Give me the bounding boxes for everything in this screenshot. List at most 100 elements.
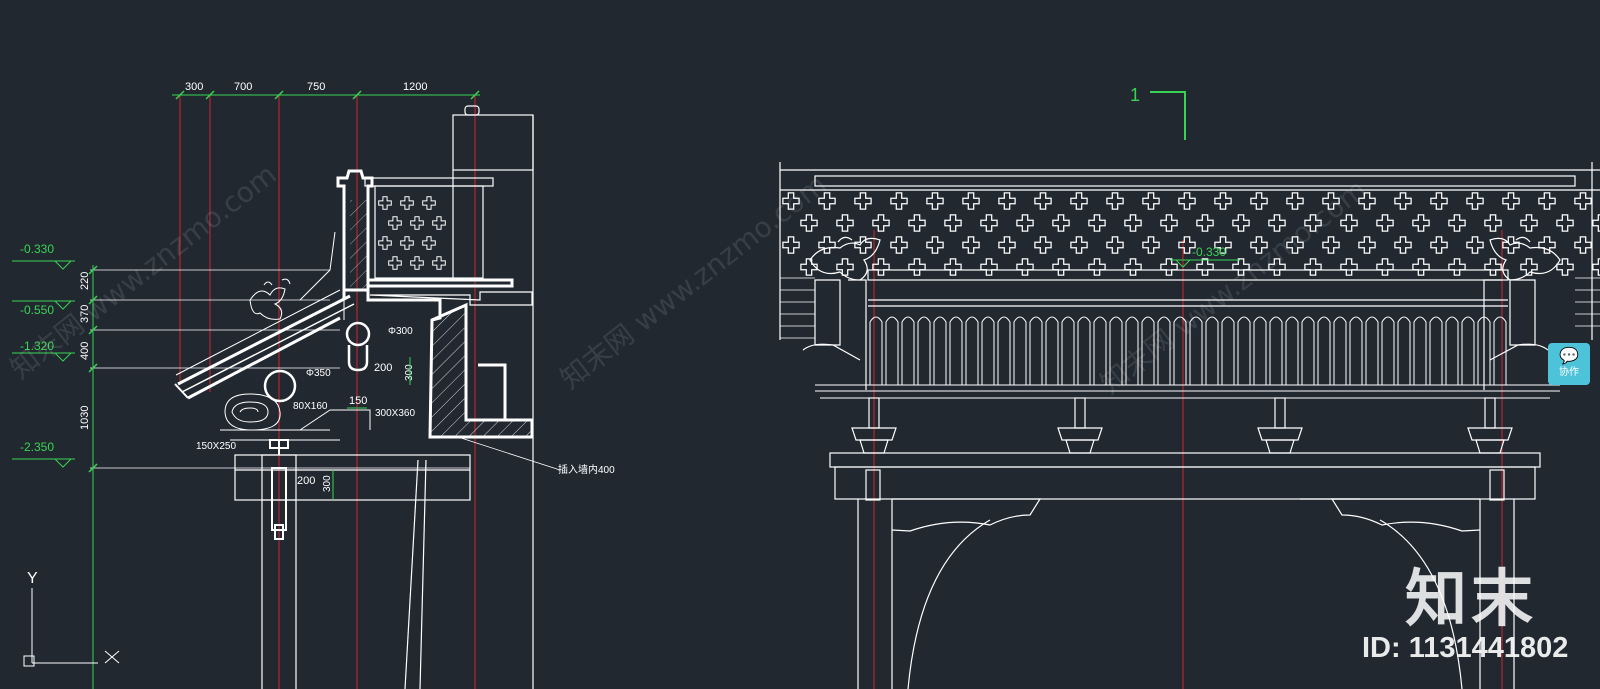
annotation-phi350: Φ350 bbox=[306, 368, 331, 379]
panel-cross bbox=[854, 236, 872, 254]
roof-tile bbox=[1413, 316, 1427, 385]
panel-cross bbox=[1178, 192, 1196, 210]
roof-tile bbox=[1445, 316, 1459, 385]
panel-cross bbox=[1070, 236, 1088, 254]
panel-cross bbox=[1160, 258, 1178, 276]
panel-cross bbox=[1034, 236, 1052, 254]
bracket-row bbox=[851, 397, 1513, 454]
roof-tile bbox=[1429, 316, 1443, 385]
bracket bbox=[1057, 397, 1103, 454]
collab-button-label: 协作 bbox=[1559, 367, 1579, 378]
roof-tile bbox=[1109, 316, 1123, 385]
annotation-150: 150 bbox=[349, 395, 367, 407]
annotation-200: 200 bbox=[374, 362, 392, 374]
panel-cross bbox=[800, 214, 818, 232]
roof-tile bbox=[1301, 316, 1315, 385]
level-label-1: -0.330 bbox=[20, 242, 54, 256]
side-dim-4: 1030 bbox=[79, 406, 91, 430]
image-id-label: ID: 1131441802 bbox=[1362, 632, 1569, 664]
panel-cross bbox=[1484, 214, 1502, 232]
roof-tile bbox=[1061, 316, 1075, 385]
panel-cross bbox=[1088, 214, 1106, 232]
side-dim-2: 370 bbox=[79, 305, 91, 323]
chat-icon: 💬 bbox=[1559, 348, 1579, 365]
panel-cross bbox=[872, 258, 890, 276]
roof-tile bbox=[1157, 316, 1171, 385]
level-label-2: -0.550 bbox=[20, 303, 54, 317]
collab-button[interactable]: 💬 协作 bbox=[1548, 343, 1590, 385]
panel-cross bbox=[1142, 192, 1160, 210]
watermark-text-3: 知末网 www.znzmo.com bbox=[1094, 173, 1373, 401]
side-brick-courses bbox=[780, 277, 1600, 339]
panel-cross bbox=[1466, 192, 1484, 210]
annotation-phi300: Φ300 bbox=[388, 326, 413, 337]
panel-cross bbox=[1304, 258, 1322, 276]
roof-tile bbox=[981, 316, 995, 385]
annotation-300b: 300 bbox=[322, 475, 333, 492]
panel-cross bbox=[1106, 236, 1124, 254]
panel-cross bbox=[1016, 214, 1034, 232]
panel-cross bbox=[1538, 192, 1556, 210]
roof-tile bbox=[1173, 316, 1187, 385]
panel-cross bbox=[998, 236, 1016, 254]
roof-tile bbox=[1189, 316, 1203, 385]
elevation-level-label: -0.330 bbox=[1192, 245, 1226, 259]
roof-tile bbox=[1477, 316, 1491, 385]
roof-rafters bbox=[174, 231, 355, 400]
panel-cross bbox=[1412, 258, 1430, 276]
panel-cross bbox=[1448, 214, 1466, 232]
panel-cross bbox=[908, 258, 926, 276]
purlins bbox=[263, 321, 371, 403]
panel-cross bbox=[890, 236, 908, 254]
panel-cross bbox=[1088, 258, 1106, 276]
annotation-150x250: 150X250 bbox=[196, 441, 236, 452]
level-markers bbox=[12, 260, 75, 468]
top-dim-1: 300 bbox=[185, 81, 203, 93]
roof-tile bbox=[1365, 316, 1379, 385]
panel-cross bbox=[1214, 192, 1232, 210]
axis-lines bbox=[179, 95, 476, 689]
bracket bbox=[1257, 397, 1303, 454]
panel-cross bbox=[1106, 192, 1124, 210]
roof-tile bbox=[1349, 316, 1363, 385]
top-dimension-chain: 300 700 750 1200 bbox=[172, 81, 480, 100]
panel-cross bbox=[1034, 192, 1052, 210]
top-dim-3: 750 bbox=[307, 81, 325, 93]
roof-tile bbox=[949, 316, 963, 385]
elevation-frame bbox=[829, 452, 1541, 689]
ridge-ornament bbox=[249, 278, 291, 320]
bracket-arm bbox=[1257, 427, 1303, 441]
panel-cross bbox=[1052, 258, 1070, 276]
roof-tile bbox=[1077, 316, 1091, 385]
roof-tile bbox=[885, 316, 899, 385]
panel-cross bbox=[1358, 236, 1376, 254]
ridge-ornament-left bbox=[802, 236, 881, 390]
eave-lines bbox=[815, 384, 1560, 399]
panel-cross bbox=[944, 258, 962, 276]
bracket-block bbox=[1065, 439, 1095, 454]
panel-cross bbox=[1448, 258, 1466, 276]
panel-cross bbox=[1574, 236, 1592, 254]
roof-tile bbox=[1045, 316, 1059, 385]
bracket-arm bbox=[851, 427, 897, 441]
panel-cross bbox=[1484, 258, 1502, 276]
panel-cross bbox=[962, 192, 980, 210]
panel-cross bbox=[1592, 214, 1600, 232]
wall-section bbox=[364, 105, 534, 689]
ridge-ornament-right bbox=[1483, 236, 1561, 390]
panel-cross bbox=[1466, 236, 1484, 254]
roof-tile bbox=[1397, 316, 1411, 385]
elevation-level-marker bbox=[1170, 259, 1240, 268]
annotation-80x160: 80X160 bbox=[293, 401, 328, 412]
panel-cross bbox=[1394, 192, 1412, 210]
panel-cross bbox=[1322, 236, 1340, 254]
roof-tile bbox=[1285, 316, 1299, 385]
panel-cross bbox=[926, 192, 944, 210]
ucs-axis-icon bbox=[23, 588, 120, 667]
bracket-arm bbox=[1467, 427, 1513, 441]
ridge-post bbox=[336, 169, 374, 300]
roof-tiles bbox=[869, 316, 1507, 385]
panel-cross bbox=[782, 236, 800, 254]
roof-tile bbox=[1093, 316, 1107, 385]
roof-tile bbox=[1013, 316, 1027, 385]
